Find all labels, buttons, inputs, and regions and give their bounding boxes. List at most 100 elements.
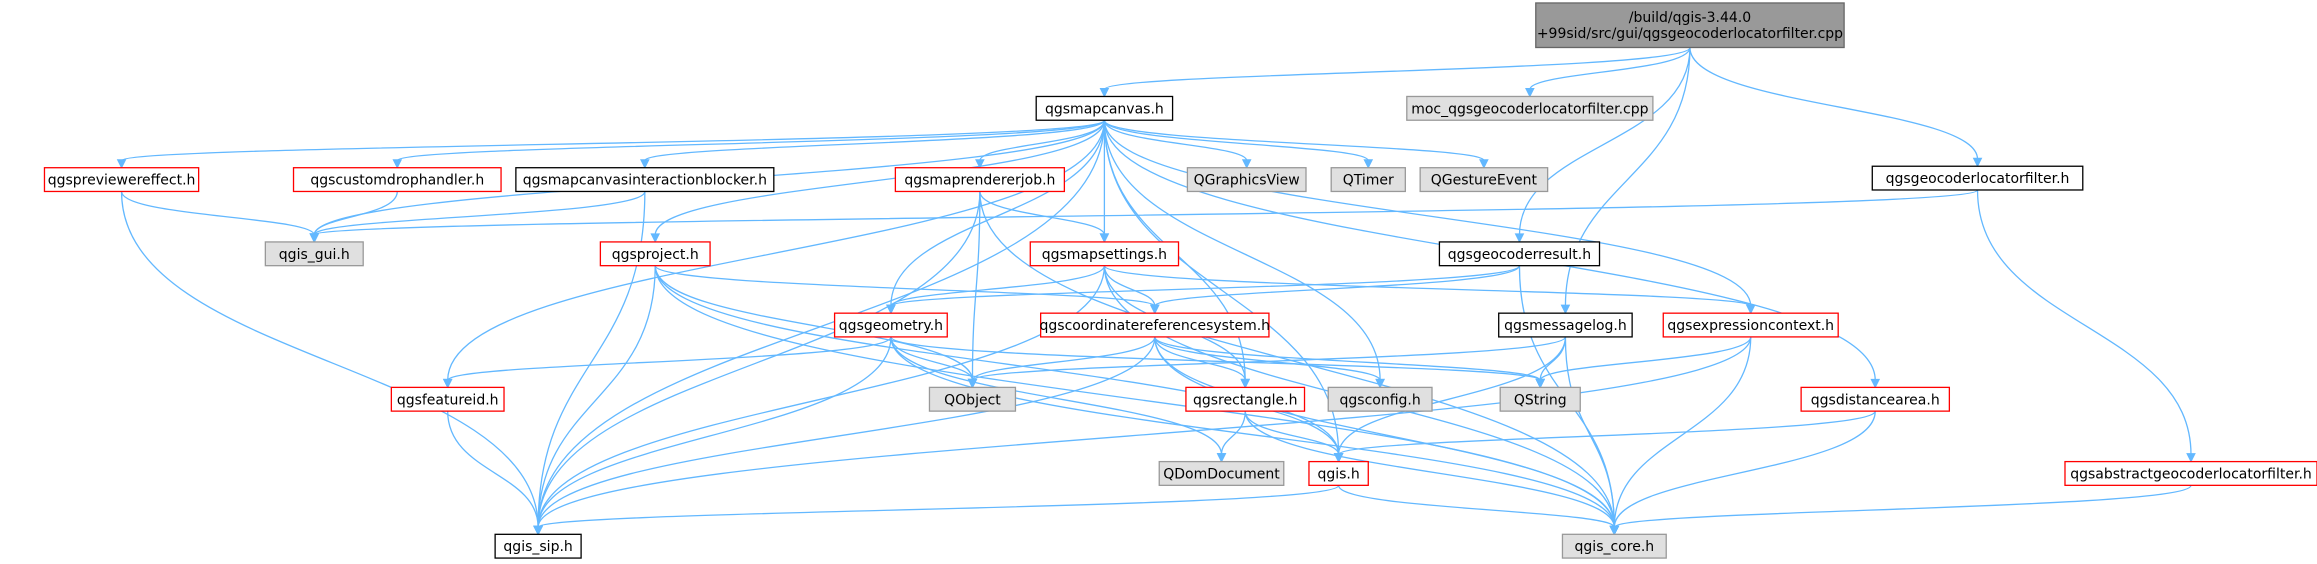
edge-qgsgeometry-to-qobject [890,336,974,381]
arrowhead-qgsmapcanvasinteractionblocker-to-qgis_gui [309,233,320,244]
edge-qgsproject-to-qgis_core [654,265,1615,528]
edge-qgspreviewereffect-to-qgis_sip [120,191,539,528]
node-label-qgis_core: qgis_core.h [1575,539,1655,555]
edge-qgsmapcanvas-to-qgsproject [654,120,1106,235]
node-qgscustomdrophandler[interactable]: qgscustomdrophandler.h [292,167,502,193]
node-label-qgsmapcanvasinteractionblocker: qgsmapcanvasinteractionblocker.h [523,173,767,189]
edge-qgscustomdrophandler-to-qgis_gui [313,191,398,236]
node-qgsrectangle[interactable]: qgsrectangle.h [1185,386,1306,412]
node-qgsproject[interactable]: qgsproject.h [599,241,711,267]
arrowhead-qgsmapcanvas-to-qgsmaprendererjob [975,159,985,169]
node-qgsmapsettings[interactable]: qgsmapsettings.h [1029,241,1180,267]
node-qgsmapcanvas[interactable]: qgsmapcanvas.h [1035,95,1174,121]
edge-qgsexpressioncontext-to-qgis_sip [537,336,1752,528]
node-box-qgis_sip [494,533,582,559]
node-moc[interactable]: moc_qgsgeocoderlocatorfilter.cpp [1406,95,1654,121]
edge-qgscoordinatereferencesystem-to-qgis_sip [537,336,1156,528]
edge-qgsmapsettings-to-qgsgeometry [890,265,1106,307]
node-label-qdomdocument: QDomDocument [1163,466,1280,482]
edge-qgsdistancearea-to-qgis_core [1613,411,1876,528]
arrowhead-qgsrectangle-to-qdomdocument [1216,453,1227,463]
arrowhead-qgsexpressioncontext-to-qstring [1535,378,1546,389]
node-label-qgsfeatureid: qgsfeatureid.h [397,392,499,408]
node-box-root [1535,2,1845,49]
node-qgraphicsview[interactable]: QGraphicsView [1186,167,1307,193]
node-box-qgsconfig [1327,386,1433,412]
node-layer: /build/qgis-3.44.0+99sid/src/gui/qgsgeoc… [43,2,2317,559]
node-label-qgis_sip: qgis_sip.h [503,539,572,555]
arrowhead-root-to-moc [1525,87,1535,98]
edge-root-to-qgsmapcanvas [1103,46,1691,91]
node-label-qtimer: QTimer [1343,173,1394,189]
edge-qgsmapsettings-to-qgsexpressioncontext [1103,265,1752,307]
arrowhead-qgscoordinatereferencesystem-to-qgsconfig [1375,378,1385,389]
node-box-qgsexpressioncontext [1662,312,1839,338]
node-label-moc: moc_qgsgeocoderlocatorfilter.cpp [1411,101,1648,117]
arrowhead-qgsmapcanvas-to-qgspreviewereffect [116,159,127,169]
node-qgis_core[interactable]: qgis_core.h [1561,533,1667,559]
node-label-qgscoordinatereferencesystem: qgscoordinatereferencesystem.h [1040,318,1271,334]
node-qgsmapcanvasinteractionblocker[interactable]: qgsmapcanvasinteractionblocker.h [515,167,775,193]
node-box-qstring [1499,386,1581,412]
arrowhead-qgsdistancearea-to-qgis [1333,453,1344,463]
node-qgsdistancearea[interactable]: qgsdistancearea.h [1800,386,1951,412]
node-qgscoordinatereferencesystem[interactable]: qgscoordinatereferencesystem.h [1040,312,1271,338]
edge-qgsmapcanvas-to-qtimer [1103,119,1369,162]
arrowhead-root-to-qgsgeocoderlocatorfilter [1972,157,1983,168]
edge-qgsproject-to-qgscoordinatereferencesystem [654,265,1156,307]
node-qdomdocument[interactable]: QDomDocument [1158,460,1285,486]
node-qgestureevent[interactable]: QGestureEvent [1419,167,1549,193]
arrowhead-qgsmapcanvas-to-qgsproject [650,233,661,244]
edge-qgis-to-qgis_sip [537,484,1340,528]
node-qtimer[interactable]: QTimer [1330,167,1406,193]
node-label-qgspreviewereffect: qgspreviewereffect.h [48,173,196,189]
edge-qgsmapcanvas-to-qgraphicsview [1103,120,1248,162]
node-qgis_sip[interactable]: qgis_sip.h [494,533,582,559]
node-box-qgis [1308,460,1369,486]
node-box-qgsdistancearea [1800,386,1951,412]
node-qgsgeocoderresult[interactable]: qgsgeocoderresult.h [1438,241,1601,267]
node-qobject[interactable]: QObject [928,386,1017,412]
edge-qgsrectangle-to-qgis [1244,411,1340,455]
edge-qgsmaprendererjob-to-qgis_sip [537,191,981,528]
node-qgsmaprendererjob[interactable]: qgsmaprendererjob.h [894,167,1066,193]
edge-qgscoordinatereferencesystem-to-qgsrectangle [1154,336,1246,381]
arrowhead-qgsmapcanvas-to-qgraphicsview [1241,159,1252,169]
node-label-qstring: QString [1514,392,1567,408]
node-qgsexpressioncontext[interactable]: qgsexpressioncontext.h [1662,312,1839,338]
edge-qgsmapcanvas-to-qgsconfig [1103,120,1381,381]
node-box-qgraphicsview [1186,167,1307,193]
arrowhead-root-to-qgsgeocoderresult [1514,233,1525,244]
arrowhead-qgis-to-qgis_sip [533,525,543,536]
edge-qgsproject-to-qgis [654,265,1340,455]
node-qgis[interactable]: qgis.h [1308,460,1369,486]
edge-qgsmapcanvas-to-qgspreviewereffect [120,119,1106,162]
arrowhead-qgsmaprendererjob-to-qgsmapsettings [1099,233,1110,244]
edge-qgsexpressioncontext-to-qstring [1539,336,1752,381]
node-label-root: +99sid/src/gui/qgsgeocoderlocatorfilter.… [1537,26,1843,42]
node-box-qgsgeometry [833,312,948,338]
node-qgis_gui[interactable]: qgis_gui.h [264,241,364,267]
node-qgsabstractgeocoderlocatorfilter[interactable]: qgsabstractgeocoderlocatorfilter.h [2064,460,2317,486]
node-qstring[interactable]: QString [1499,386,1581,412]
node-qgsgeometry[interactable]: qgsgeometry.h [833,312,948,338]
node-box-qgspreviewereffect [43,167,200,193]
node-qgsmessagelog[interactable]: qgsmessagelog.h [1498,312,1633,338]
node-box-qgsfeatureid [390,386,505,412]
edge-qgsexpressioncontext-to-qgis_core [1613,336,1752,528]
node-label-qgsproject: qgsproject.h [612,247,699,263]
node-box-qgis_core [1561,533,1667,559]
node-qgspreviewereffect[interactable]: qgspreviewereffect.h [43,167,200,193]
edge-qgsmapcanvas-to-qgestureevent [1103,119,1485,162]
arrowhead-root-to-qgsmapcanvas [1099,87,1110,98]
edge-root-to-qgsgeocoderlocatorfilter [1689,47,1979,160]
node-qgsfeatureid[interactable]: qgsfeatureid.h [390,386,505,412]
node-qgsconfig[interactable]: qgsconfig.h [1327,386,1433,412]
edge-qgspreviewereffect-to-qgis_gui [120,191,315,236]
edge-qgsgeocoderresult-to-qgsgeometry [890,265,1521,307]
node-label-qgis: qgis.h [1317,466,1359,482]
node-box-qdomdocument [1158,460,1285,486]
node-root[interactable]: /build/qgis-3.44.0+99sid/src/gui/qgsgeoc… [1535,2,1845,49]
node-qgsgeocoderlocatorfilter[interactable]: qgsgeocoderlocatorfilter.h [1871,165,2084,191]
